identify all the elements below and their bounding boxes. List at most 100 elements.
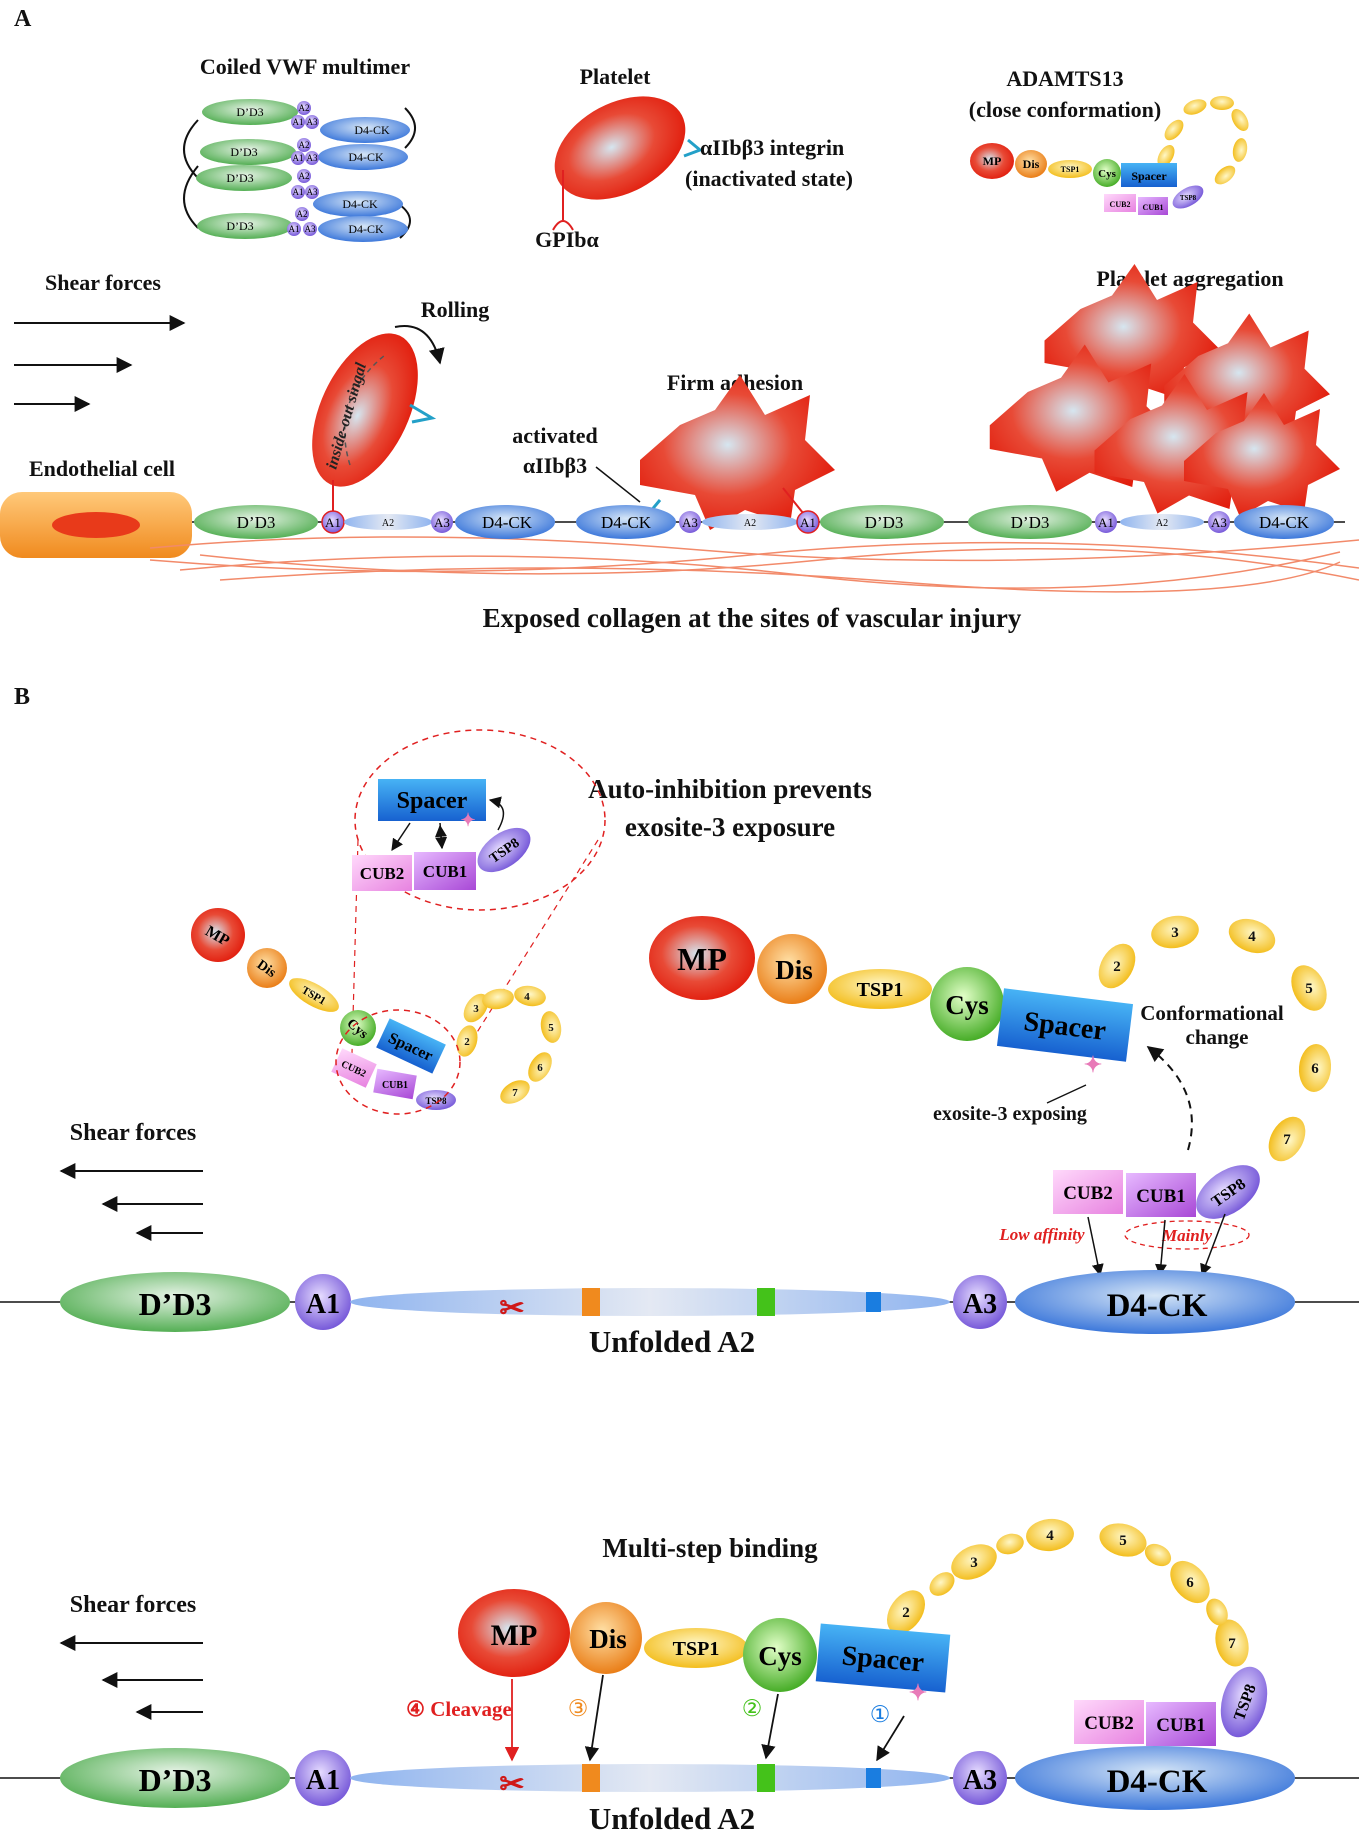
svg-text:D4-CK: D4-CK [354,123,390,137]
unfolded-vwf-strand-a: D’D3 A1 A2 A3 D4-CK D4-CK A3 A2 A1 D’D3 … [192,505,1345,539]
svg-text:D4-CK: D4-CK [348,222,384,236]
collagen-fibers [149,536,1359,593]
svg-text:Cys: Cys [945,990,989,1020]
svg-text:TSP1: TSP1 [1061,165,1080,174]
gpib-label: GPIbα [535,227,599,252]
rolling-arrow [394,325,445,365]
rolling-platelet [312,333,437,512]
svg-text:4: 4 [1248,929,1256,945]
svg-text:CUB2: CUB2 [1084,1713,1134,1734]
svg-text:Spacer: Spacer [1131,169,1167,183]
svg-text:✦: ✦ [909,1680,927,1705]
svg-text:TSP1: TSP1 [857,979,904,1001]
svg-text:CUB1: CUB1 [1143,203,1164,212]
svg-text:D’D3: D’D3 [226,219,253,233]
svg-text:A1: A1 [306,1765,340,1796]
svg-text:MP: MP [491,1619,538,1652]
svg-text:5: 5 [1119,1533,1127,1549]
adamts-title-1: ADAMTS13 [1006,66,1123,91]
svg-text:Dis: Dis [589,1624,627,1654]
endothelial-cell [0,492,192,558]
svg-text:A3: A3 [963,1289,997,1320]
svg-text:Dis: Dis [1023,157,1040,171]
svg-text:Spacer: Spacer [397,788,468,814]
svg-text:A1: A1 [293,117,304,127]
svg-text:A1: A1 [289,224,300,234]
svg-text:A2: A2 [297,209,308,219]
conformational-label-2: change [1186,1025,1249,1049]
panel-b-letter: B [14,684,30,710]
svg-text:D4-CK: D4-CK [1107,1764,1208,1800]
svg-text:A1: A1 [293,187,304,197]
shear-arrows-b1 [59,1163,203,1241]
svg-text:D’D3: D’D3 [865,513,904,532]
svg-text:5: 5 [1305,981,1313,997]
svg-text:3: 3 [1171,925,1179,941]
svg-text:TSP1: TSP1 [673,1638,720,1660]
svg-text:7: 7 [1283,1132,1291,1148]
svg-text:A3: A3 [307,117,318,127]
svg-text:Spacer: Spacer [840,1640,925,1678]
multistep-title: Multi-step binding [602,1533,818,1563]
activated-label-2: αIIbβ3 [523,453,587,478]
conformational-label-1: Conformational [1140,1001,1284,1025]
rolling-label: Rolling [421,297,489,322]
svg-text:5: 5 [548,1022,554,1034]
svg-text:2: 2 [1113,959,1121,975]
mainly-highlight [1124,1220,1250,1250]
binding-arrows-b2 [504,1674,905,1762]
unfolded-a2-label-1: Unfolded A2 [589,1324,755,1359]
step3-label: ③ [568,1696,589,1721]
svg-text:TSP8: TSP8 [1180,194,1197,202]
mainly-label: Mainly [1161,1226,1213,1245]
svg-text:CUB1: CUB1 [382,1080,408,1091]
svg-text:6: 6 [1311,1061,1319,1077]
svg-text:CUB2: CUB2 [1110,200,1131,209]
autoinhibition-title-2: exosite-3 exposure [625,812,835,842]
svg-text:A2: A2 [1156,518,1168,529]
svg-text:CUB2: CUB2 [360,864,404,883]
svg-text:A2: A2 [382,518,394,529]
shear-label-a: Shear forces [45,270,161,295]
svg-text:TSP8: TSP8 [425,1096,447,1106]
svg-text:A3: A3 [963,1765,997,1796]
shear-arrows-a [14,315,186,412]
svg-text:A3: A3 [307,153,318,163]
svg-text:3: 3 [970,1555,978,1571]
low-affinity-label: Low affinity [998,1225,1085,1244]
step4-cleavage-label: ④ Cleavage [406,1697,512,1721]
svg-text:A3: A3 [434,515,450,530]
unfolded-a2-label-2: Unfolded A2 [589,1801,755,1834]
svg-text:MP: MP [677,941,727,977]
adamts13-closed-small: MP Dis TSP1 Cys Spacer CUB2 CUB1 TSP8 [970,96,1249,215]
svg-text:A2: A2 [744,518,756,529]
coiled-vwf-title: Coiled VWF multimer [200,54,410,79]
unfolded-vwf-strand-b2: D’D3 A1 ✂ A3 D4-CK [0,1746,1359,1810]
svg-text:CUB1: CUB1 [1156,1715,1206,1736]
svg-text:A3: A3 [1211,515,1227,530]
svg-text:✦: ✦ [1084,1052,1102,1077]
svg-text:Cys: Cys [758,1641,802,1671]
svg-text:6: 6 [1186,1575,1194,1591]
svg-text:A2: A2 [299,171,310,181]
resting-platelet [552,96,703,231]
svg-text:D’D3: D’D3 [237,513,276,532]
integrin-label-2: (inactivated state) [685,166,853,191]
svg-text:D’D3: D’D3 [226,171,253,185]
coiled-vwf-multimer: D’D3 D’D3 D’D3 D’D3 D4-CK D4-CK D4-CK D4… [183,99,416,242]
platelet-aggregate [989,264,1340,517]
svg-text:4: 4 [524,991,530,1003]
svg-text:A1: A1 [1098,515,1114,530]
shear-label-b2: Shear forces [70,1592,196,1618]
svg-text:A3: A3 [682,515,698,530]
adamts13-multistep: 2 3 4 5 6 7 MP Dis TSP1 Cys Spacer ✦ CUB… [458,1518,1268,1746]
adamts13-closed-medium: 2 3 4 5 6 7 MP Dis TSP1 Cys Spacer CUB2 … [191,908,562,1115]
svg-text:✂: ✂ [499,1292,524,1325]
svg-text:✂: ✂ [499,1768,524,1801]
unfolded-vwf-strand-b1: D’D3 A1 ✂ A3 D4-CK [0,1270,1359,1334]
panel-a-letter: A [14,6,32,32]
svg-text:D’D3: D’D3 [236,105,263,119]
svg-text:4: 4 [1046,1528,1054,1544]
shear-label-b1: Shear forces [70,1120,196,1146]
